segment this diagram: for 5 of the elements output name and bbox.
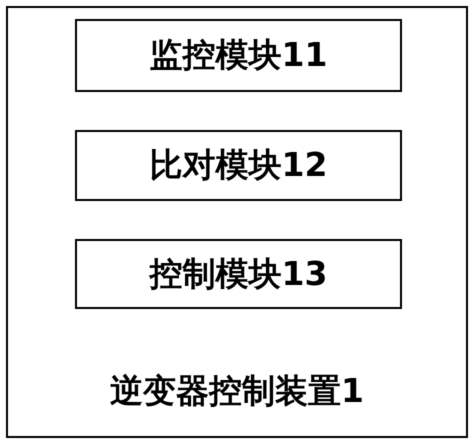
module-box: 比对模块12 bbox=[75, 130, 402, 201]
module-box: 控制模块13 bbox=[75, 239, 402, 309]
device-frame bbox=[6, 6, 468, 438]
device-title: 逆变器控制装置1 bbox=[110, 370, 364, 412]
module-box: 监控模块11 bbox=[75, 19, 402, 92]
